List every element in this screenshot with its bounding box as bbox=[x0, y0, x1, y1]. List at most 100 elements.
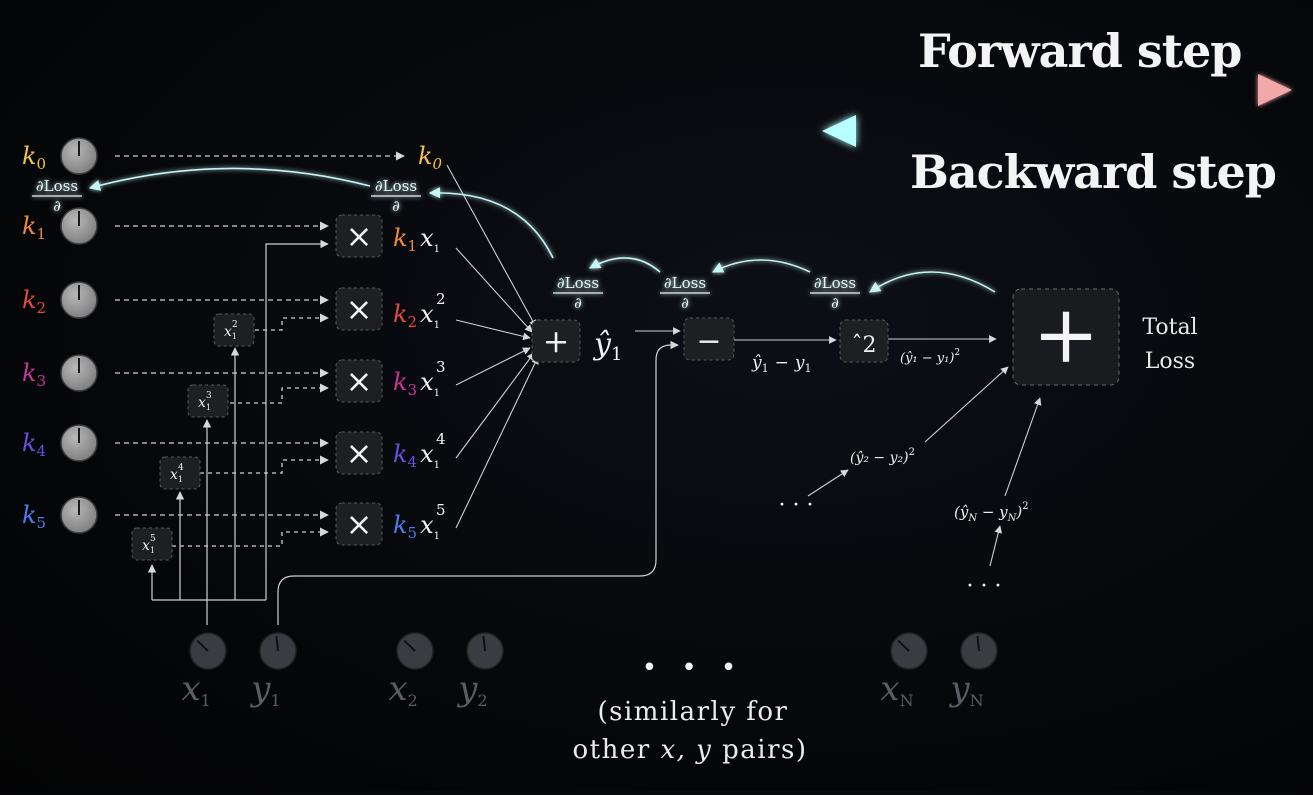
input-knob-x1[interactable] bbox=[189, 632, 227, 670]
svg-text:x13: x13 bbox=[198, 391, 212, 412]
gradient-label-5: ∂Loss ∂ bbox=[810, 274, 860, 312]
gradient-arcs bbox=[88, 167, 996, 293]
weight-label-k1: k1 bbox=[22, 212, 46, 243]
total-label-line1: Total bbox=[1142, 315, 1197, 340]
gradient-label-1: ∂Loss ∂ bbox=[32, 177, 82, 215]
adder-input-lines bbox=[446, 164, 539, 529]
multiply-node-3: × bbox=[335, 359, 383, 403]
weight-knob-k4[interactable] bbox=[60, 424, 98, 462]
input-label-xN: xN bbox=[880, 669, 913, 710]
forward-step-title: Forward step bbox=[918, 24, 1242, 78]
multiply-boxes: × × × × × bbox=[335, 214, 383, 546]
ellipsis-bottom: • • • bbox=[642, 653, 745, 683]
weight-label-k2: k2 bbox=[22, 286, 46, 317]
k0-forwarded-label: k0 bbox=[418, 142, 443, 173]
other-residual-lines bbox=[807, 366, 1042, 567]
input-knobs bbox=[189, 632, 998, 670]
gradient-label-4: ∂Loss ∂ bbox=[660, 274, 710, 312]
input-knob-yN[interactable] bbox=[960, 632, 998, 670]
power-node-x1-2: x12 bbox=[213, 313, 255, 347]
input-label-x2: x2 bbox=[388, 669, 417, 710]
power-node-x1-5: x15 bbox=[131, 527, 173, 561]
weight-labels: k0 k1 k2 k3 k4 k5 bbox=[22, 142, 46, 532]
svg-text:x14: x14 bbox=[170, 463, 184, 484]
svg-text:∂: ∂ bbox=[53, 197, 61, 215]
weight-label-k4: k4 bbox=[22, 429, 46, 460]
weight-dashed-lines bbox=[115, 151, 405, 520]
add-node: + bbox=[531, 319, 581, 363]
power-boxes: x12 x13 x14 x15 bbox=[131, 313, 255, 561]
svg-text:∂: ∂ bbox=[392, 197, 400, 215]
svg-text:x12: x12 bbox=[224, 320, 238, 341]
multiply-node-5: × bbox=[335, 502, 383, 546]
gradient-label-3: ∂Loss∂ bbox=[553, 274, 603, 312]
weight-knob-k2[interactable] bbox=[60, 281, 98, 319]
gradient-labels: ∂Loss∂∂Loss∂∂Loss∂∂Loss∂∂Loss∂ bbox=[32, 177, 860, 312]
multiply-node-1: × bbox=[335, 214, 383, 258]
weight-knobs bbox=[60, 137, 98, 534]
weight-label-k3: k3 bbox=[22, 359, 46, 390]
svg-text:×: × bbox=[346, 290, 373, 328]
svg-text:ˆ2: ˆ2 bbox=[852, 333, 877, 358]
input-knob-y2[interactable] bbox=[466, 632, 504, 670]
multiply-node-4: × bbox=[335, 431, 383, 475]
svg-text:×: × bbox=[346, 505, 373, 543]
input-knob-x2[interactable] bbox=[396, 632, 434, 670]
note-line1: (similarly for bbox=[598, 697, 789, 727]
svg-text:∂Loss: ∂Loss bbox=[664, 274, 706, 292]
input-knob-xN[interactable] bbox=[890, 632, 928, 670]
weight-knob-k0[interactable] bbox=[60, 137, 98, 175]
x1-distribution-lines bbox=[147, 239, 329, 625]
svg-text:∂: ∂ bbox=[574, 294, 582, 312]
input-knob-y1[interactable] bbox=[259, 632, 297, 670]
svg-text:∂: ∂ bbox=[681, 294, 689, 312]
svg-text:∂Loss: ∂Loss bbox=[36, 177, 78, 195]
residual-label: ŷ1−y1 bbox=[751, 353, 811, 375]
input-label-x1: x1 bbox=[181, 669, 210, 710]
weight-knob-k3[interactable] bbox=[60, 354, 98, 392]
power-node-x1-3: x13 bbox=[187, 384, 229, 418]
svg-text:x15: x15 bbox=[142, 534, 156, 555]
total-label-line2: Loss bbox=[1145, 349, 1195, 374]
total-add-node: + bbox=[1012, 288, 1120, 386]
backward-step-title: Backward step bbox=[910, 145, 1277, 199]
weight-label-k0: k0 bbox=[22, 142, 46, 173]
svg-text:−: − bbox=[696, 324, 721, 359]
ellipsis-mid: · · · bbox=[779, 493, 814, 518]
weight-knob-k1[interactable] bbox=[60, 207, 98, 245]
squared-residual-label: (ŷ₁ − y₁)2 bbox=[900, 348, 960, 366]
svg-text:+: + bbox=[1032, 288, 1099, 381]
squared-residual-n-label: (ŷN − yN)2 bbox=[954, 501, 1029, 524]
multiply-node-2: × bbox=[335, 287, 383, 331]
svg-text:×: × bbox=[346, 434, 373, 472]
svg-text:∂Loss: ∂Loss bbox=[375, 177, 417, 195]
subtract-node: − bbox=[683, 317, 735, 361]
svg-text:+: + bbox=[543, 322, 570, 360]
power-dashed-lines bbox=[172, 313, 329, 547]
input-label-yN: yN bbox=[948, 669, 983, 710]
weight-label-k5: k5 bbox=[22, 501, 46, 532]
weight-knob-k5[interactable] bbox=[60, 496, 98, 534]
ellipsis-right: · · · bbox=[967, 574, 1002, 599]
note-line2: other x, y pairs) bbox=[573, 735, 808, 765]
y1-line bbox=[277, 340, 679, 625]
svg-text:×: × bbox=[346, 362, 373, 400]
yhat-label: ŷ1 bbox=[592, 327, 622, 365]
svg-text:∂Loss: ∂Loss bbox=[814, 274, 856, 292]
input-label-y1: y1 bbox=[249, 669, 280, 710]
square-node: ˆ2 bbox=[839, 319, 889, 363]
gradient-label-2: ∂Loss ∂ bbox=[371, 177, 421, 215]
backward-arrow bbox=[822, 115, 1285, 147]
forward-arrow bbox=[830, 74, 1292, 106]
svg-text:∂: ∂ bbox=[831, 294, 839, 312]
svg-text:×: × bbox=[346, 217, 373, 255]
